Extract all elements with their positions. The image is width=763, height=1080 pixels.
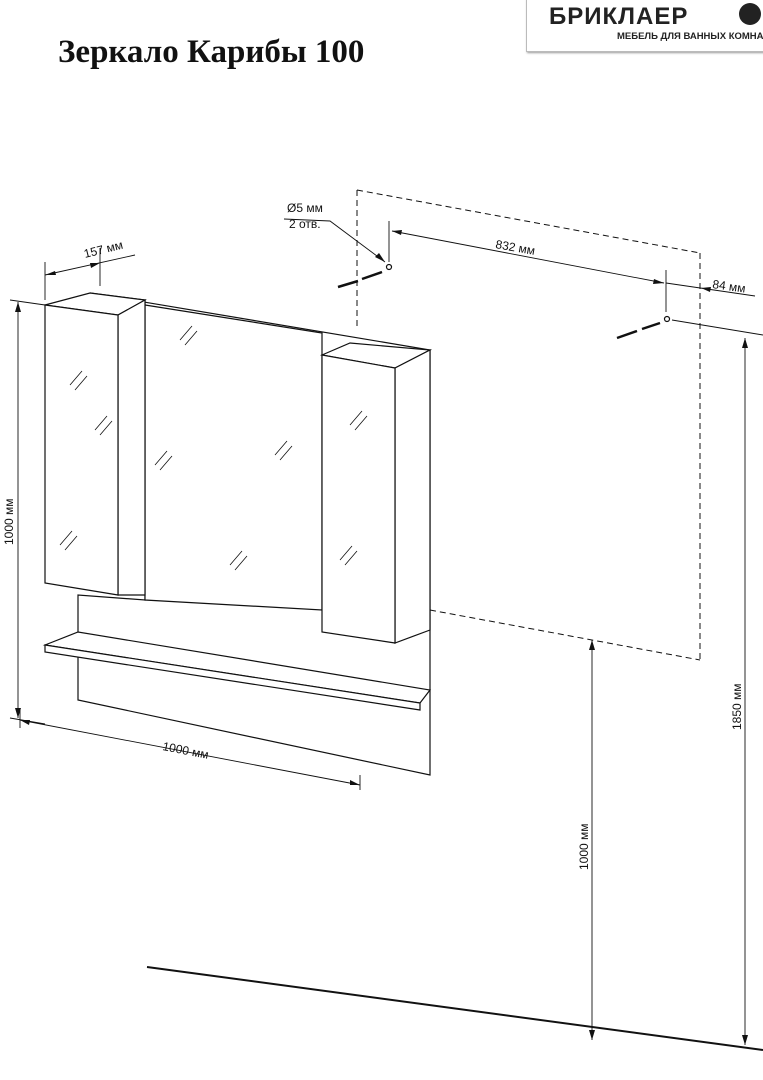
screw-left xyxy=(337,270,383,289)
hole-offset-label: 84 мм xyxy=(712,277,747,295)
hole-left xyxy=(385,263,393,271)
depth-label: 157 мм xyxy=(82,238,124,261)
brand-logo: БРИКЛАЕР МЕБЕЛЬ ДЛЯ ВАННЫХ КОМНАТ xyxy=(526,0,763,52)
rose-icon xyxy=(739,3,761,25)
dimension-lines xyxy=(9,218,763,1045)
reflection-marks xyxy=(59,325,368,571)
hole-count-label: 2 отв. xyxy=(289,217,321,231)
logo-tagline: МЕБЕЛЬ ДЛЯ ВАННЫХ КОМНАТ xyxy=(617,31,763,42)
arrowheads xyxy=(15,230,748,1045)
left-cabinet xyxy=(44,292,147,596)
width-label: 1000 мм xyxy=(161,739,209,762)
mount-height-label: 1850 мм xyxy=(730,683,744,730)
screw-right xyxy=(616,321,661,340)
logo-brand: БРИКЛАЕР xyxy=(549,3,689,30)
wall-outline xyxy=(356,189,701,661)
center-mirror xyxy=(144,304,323,611)
page-title: Зеркало Карибы 100 xyxy=(58,34,365,70)
floor-line xyxy=(146,966,763,1051)
hole-right xyxy=(663,315,671,323)
hole-spacing-label: 832 мм xyxy=(494,237,536,258)
hole-diameter-label: Ø5 мм xyxy=(287,201,323,215)
right-cabinet xyxy=(319,342,433,644)
height-label: 1000 мм xyxy=(2,498,16,545)
shelf xyxy=(42,631,432,711)
bottom-height-label: 1000 мм xyxy=(577,823,591,870)
